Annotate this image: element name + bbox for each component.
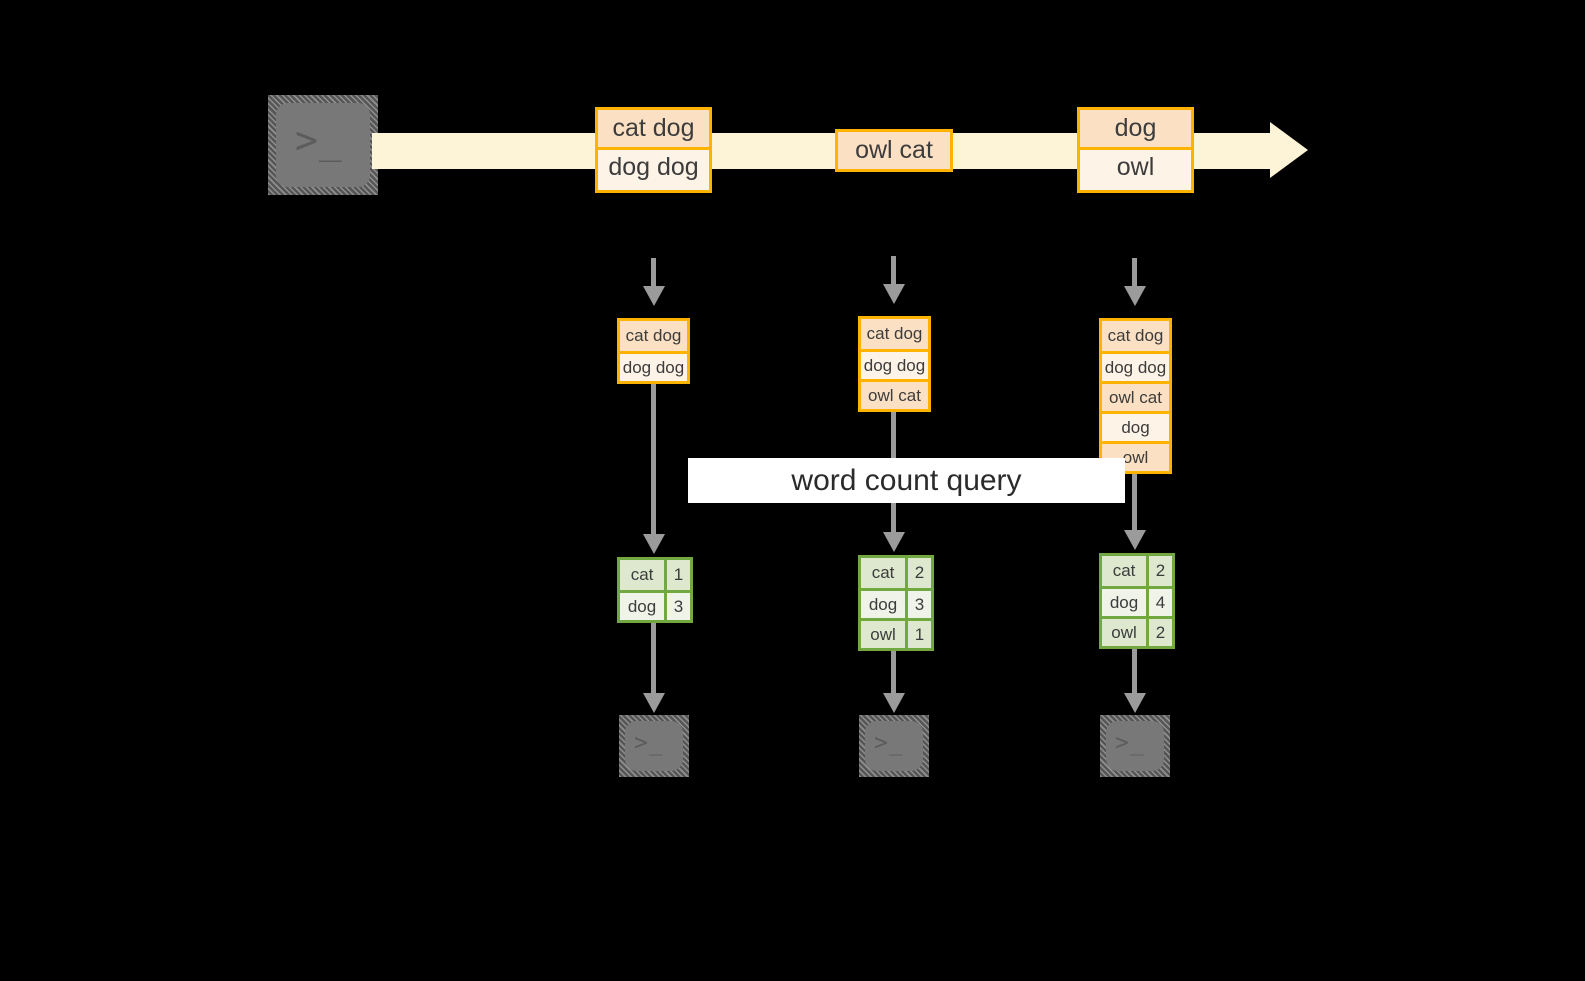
result-row: owl 1: [861, 618, 931, 648]
result-key: dog: [1102, 589, 1147, 616]
dashed-arrow-down-icon: [1132, 258, 1137, 288]
snapshot-1-output-connector: [651, 623, 656, 695]
dashed-arrow-down-head: [1124, 286, 1146, 306]
input-row: owl cat: [861, 379, 928, 409]
snapshot-1-output-arrow-head: [643, 693, 665, 713]
result-value: 3: [905, 591, 931, 618]
terminal-screen: [865, 721, 923, 771]
snapshot-3-input-box: cat dog dog dog owl cat dog owl: [1099, 318, 1172, 474]
message-row: dog dog: [598, 147, 709, 184]
snapshot-2-output-arrow-head: [883, 693, 905, 713]
result-row: dog 3: [861, 588, 931, 618]
result-key: cat: [861, 558, 906, 588]
snapshot-1-input-box: cat dog dog dog: [617, 318, 690, 384]
input-row: dog dog: [1102, 351, 1169, 381]
result-value: 1: [664, 560, 690, 590]
stream-message-1: cat dog dog dog: [595, 107, 712, 193]
result-key: cat: [620, 560, 665, 590]
result-key: dog: [861, 591, 906, 618]
snapshot-1-result-table: cat 1 dog 3: [617, 557, 693, 623]
result-value: 1: [905, 621, 931, 648]
snapshot-1-consumer-terminal-icon: >_: [619, 715, 689, 777]
snapshot-3-query-connector: [1132, 474, 1137, 532]
producer-terminal-icon: >_: [268, 95, 378, 195]
input-row: dog dog: [620, 351, 687, 381]
snapshot-3-result-table: cat 2 dog 4 owl 2: [1099, 553, 1175, 649]
snapshot-1-query-arrow-head: [643, 534, 665, 554]
dashed-arrow-down-icon: [891, 256, 896, 286]
result-value: 4: [1146, 589, 1172, 616]
result-value: 2: [1146, 619, 1172, 646]
terminal-prompt-glyph: >_: [634, 730, 664, 756]
query-label-text: word count query: [791, 463, 1022, 497]
input-row: cat dog: [620, 321, 687, 351]
result-row: dog 4: [1102, 586, 1172, 616]
input-row: cat dog: [861, 319, 928, 349]
result-row: cat 2: [1102, 556, 1172, 586]
result-row: cat 1: [620, 560, 690, 590]
query-label-band: word count query: [688, 458, 1125, 503]
result-row: dog 3: [620, 590, 690, 620]
result-row: cat 2: [861, 558, 931, 588]
snapshot-2-result-table: cat 2 dog 3 owl 1: [858, 555, 934, 651]
input-row: dog dog: [861, 349, 928, 379]
result-value: 3: [664, 593, 690, 620]
snapshot-1-query-connector: [651, 384, 656, 536]
snapshot-2-consumer-terminal-icon: >_: [859, 715, 929, 777]
snapshot-2-output-connector: [891, 651, 896, 695]
input-row: cat dog: [1102, 321, 1169, 351]
result-key: cat: [1102, 556, 1147, 586]
dashed-arrow-down-icon: [651, 258, 656, 288]
snapshot-3-query-arrow-head: [1124, 530, 1146, 550]
input-row: owl cat: [1102, 381, 1169, 411]
dashed-arrow-down-head: [883, 284, 905, 304]
snapshot-2-input-box: cat dog dog dog owl cat: [858, 316, 931, 412]
result-value: 2: [1146, 556, 1172, 586]
dashed-arrow-down-head: [643, 286, 665, 306]
snapshot-2-query-arrow-head: [883, 532, 905, 552]
snapshot-3-consumer-terminal-icon: >_: [1100, 715, 1170, 777]
result-key: dog: [620, 593, 665, 620]
result-row: owl 2: [1102, 616, 1172, 646]
terminal-screen: [625, 721, 683, 771]
stream-message-2: owl cat: [835, 129, 953, 172]
terminal-prompt-glyph: >_: [874, 730, 904, 756]
result-key: owl: [861, 621, 906, 648]
terminal-prompt-glyph: >_: [295, 118, 343, 162]
snapshot-3-output-arrow-head: [1124, 693, 1146, 713]
message-row: owl: [1080, 147, 1191, 184]
message-row: cat dog: [598, 110, 709, 147]
result-value: 2: [905, 558, 931, 588]
terminal-prompt-glyph: >_: [1115, 730, 1145, 756]
stream-arrow-head: [1270, 122, 1308, 178]
stream-message-3: dog owl: [1077, 107, 1194, 193]
terminal-screen: [276, 103, 370, 187]
snapshot-3-output-connector: [1132, 649, 1137, 695]
result-key: owl: [1102, 619, 1147, 646]
message-row: dog: [1080, 110, 1191, 147]
message-row: owl cat: [838, 132, 950, 169]
terminal-screen: [1106, 721, 1164, 771]
input-row: dog: [1102, 411, 1169, 441]
